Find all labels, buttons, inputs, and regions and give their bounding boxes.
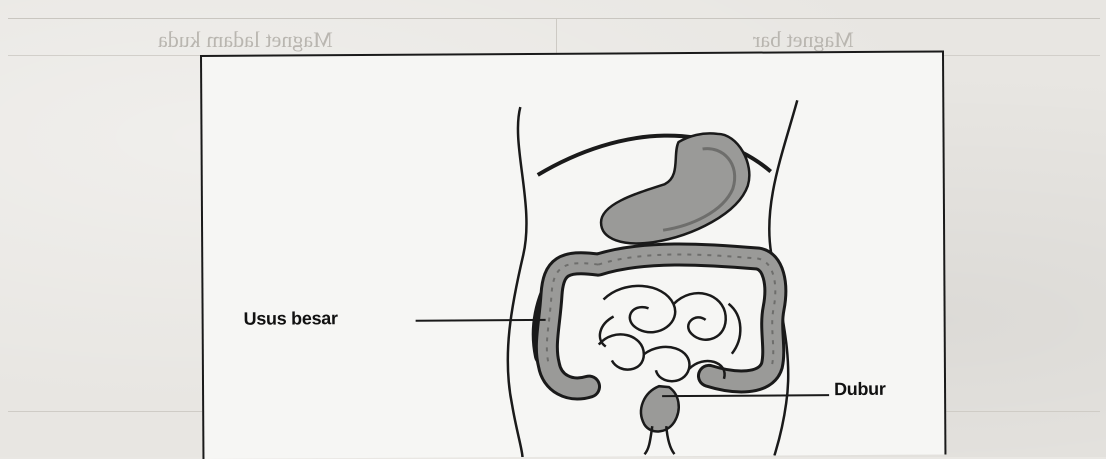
background-header-right: Magnet bar <box>753 27 854 53</box>
digestive-system-figure: Usus besar Dubur <box>200 50 946 459</box>
label-large-intestine: Usus besar <box>244 308 338 330</box>
background-header-left: Magnet ladam kuda <box>158 27 333 53</box>
digestive-system-diagram <box>202 52 944 459</box>
leader-large-intestine <box>416 320 546 321</box>
rectum <box>641 386 679 431</box>
label-anus: Dubur <box>834 379 886 400</box>
body-outline-left <box>506 107 528 457</box>
large-intestine <box>543 254 776 389</box>
leader-anus <box>662 395 829 396</box>
